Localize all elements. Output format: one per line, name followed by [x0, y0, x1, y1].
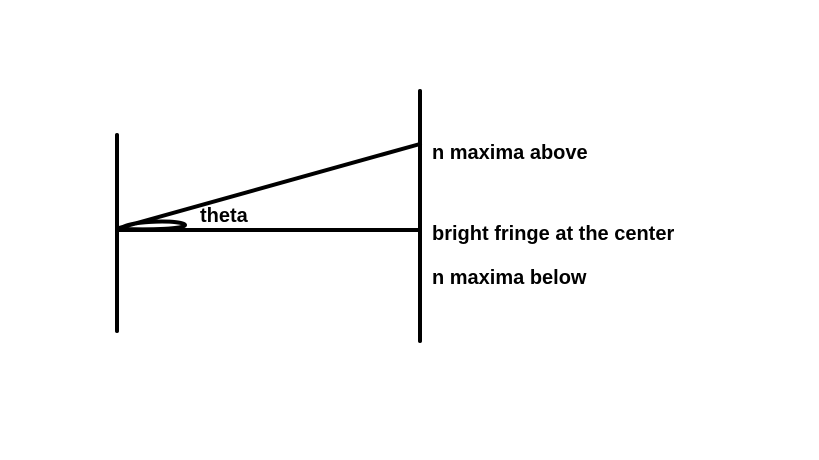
angled-ray-line — [117, 142, 422, 230]
upper-maxima-label: n maxima above — [432, 142, 588, 164]
center-fringe-label: bright fringe at the center — [432, 223, 674, 245]
lower-maxima-label: n maxima below — [432, 267, 587, 289]
angle-arc — [120, 219, 188, 232]
angle-label: theta — [200, 205, 249, 227]
